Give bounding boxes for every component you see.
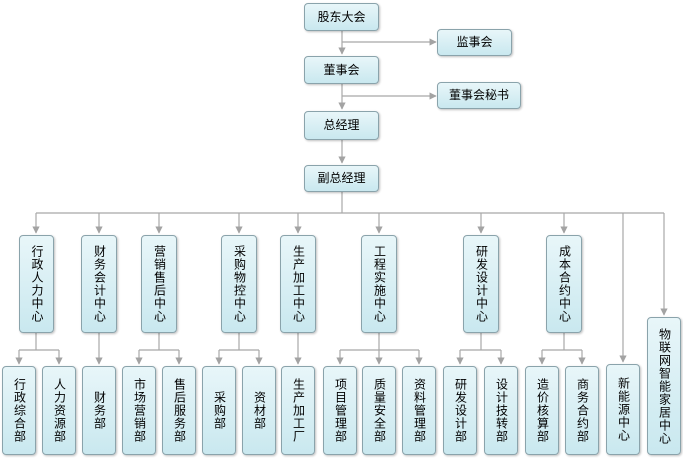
- node-rnd: 研发设计中心: [463, 235, 499, 333]
- node-project-dept: 项目管理部: [323, 366, 357, 455]
- node-production: 生产加工中心: [280, 235, 316, 333]
- node-purchase-dept: 采购部: [202, 366, 236, 455]
- node-quality-dept: 质量安全部: [362, 366, 396, 455]
- node-board-secretary: 董事会秘书: [437, 82, 521, 109]
- node-board: 董事会: [304, 56, 379, 84]
- node-iot-home: 物联网智能家居中心: [647, 317, 681, 455]
- node-engineering: 工程实施中心: [361, 235, 397, 333]
- node-tech-dept: 设计技转部: [484, 366, 518, 455]
- node-admin-hr: 行政人力中心: [19, 235, 54, 333]
- node-purchase-control: 采购物控中心: [221, 235, 257, 333]
- node-admin-dept: 行政综合部: [2, 366, 36, 455]
- node-hr-dept: 人力资源部: [42, 366, 76, 455]
- node-factory: 生产加工厂: [281, 366, 315, 455]
- node-gm: 总经理: [304, 111, 379, 140]
- node-after-sales-dept: 售后服务部: [162, 366, 196, 455]
- node-finance-audit: 财务会计中心: [81, 235, 117, 333]
- node-finance-dept: 财务部: [82, 366, 116, 455]
- node-deputy-gm: 副总经理: [304, 165, 379, 192]
- node-contract-dept: 商务合约部: [565, 366, 599, 455]
- node-materials-dept: 资材部: [242, 366, 276, 455]
- node-docs-dept: 资料管理部: [402, 366, 436, 455]
- node-rnd-design-dept: 研发设计部: [443, 366, 477, 455]
- node-supervisors: 监事会: [437, 29, 512, 56]
- node-marketing-service: 营销售后中心: [141, 235, 177, 333]
- node-new-energy: 新能源中心: [606, 364, 640, 455]
- node-marketing-dept: 市场营销部: [122, 366, 156, 455]
- node-costing-dept: 造价核算部: [525, 366, 559, 455]
- node-shareholders: 股东大会: [304, 3, 379, 31]
- node-cost-contract: 成本合约中心: [546, 235, 582, 333]
